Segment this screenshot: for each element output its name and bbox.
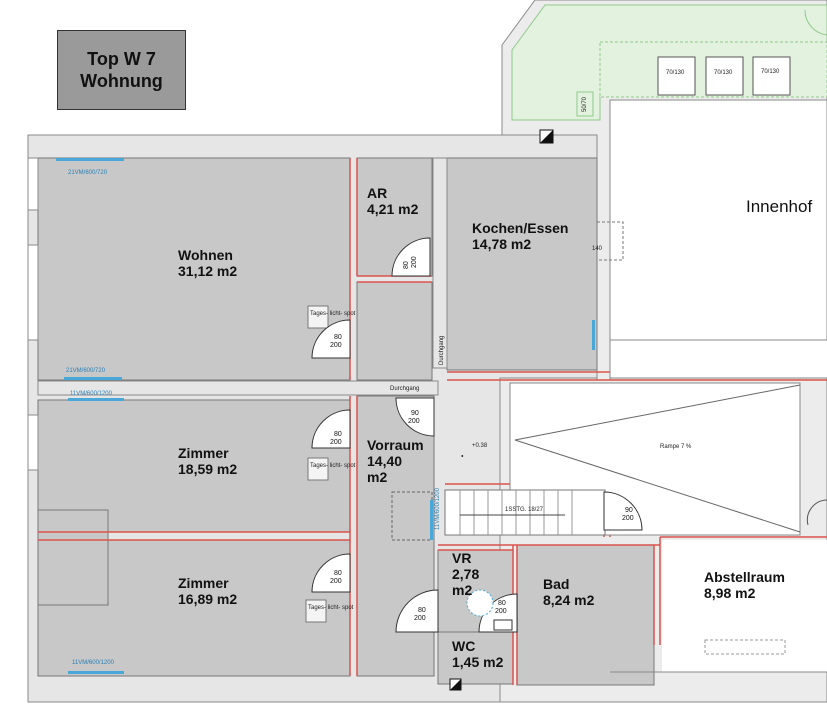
wc-area: 1,45 m2 — [452, 654, 504, 670]
durchgang-vertical-label: Durchgang — [439, 336, 445, 365]
stair-label: 1SSTG. 18/27 — [505, 507, 544, 513]
stair-door-h: 200 — [622, 515, 634, 522]
abstellraum-bench — [704, 639, 786, 655]
planter-side-label: 50/70 — [582, 96, 588, 112]
switch-label-zimmer1: Tages- licht- spot — [310, 463, 356, 469]
vr-area-unit: m2 — [452, 582, 472, 598]
door-swings — [311, 237, 643, 633]
wohnen-name: Wohnen — [178, 247, 233, 263]
window-mid1-label: 21VM/600/720 — [66, 368, 106, 374]
wohnen-area: 31,12 m2 — [178, 263, 237, 279]
planter-2 — [705, 56, 744, 96]
wall-nub-4 — [37, 509, 109, 606]
bad-door-w: 80 — [498, 600, 506, 607]
ar-area: 4,21 m2 — [367, 201, 419, 217]
innenhof-area — [609, 99, 827, 341]
vr-name: VR — [452, 550, 471, 566]
stair-dashed — [391, 491, 433, 541]
zimmer1-door-h: 200 — [330, 439, 342, 446]
stair-dir-icon: ⬩ — [461, 453, 464, 460]
stair-steps — [459, 490, 573, 535]
vorraum-name: Vorraum — [367, 437, 424, 453]
wc-fixture — [466, 589, 494, 617]
room-wohnen — [37, 157, 351, 381]
vorraum-door-w: 90 — [411, 410, 419, 417]
wc-name: WC — [452, 638, 475, 654]
stair-door-w: 90 — [625, 507, 633, 514]
vorraum-area-value: 14,40 — [367, 453, 402, 469]
ramp-arrow — [514, 384, 801, 533]
wall-nub-1 — [27, 157, 39, 211]
zimmer2-name: Zimmer — [178, 575, 229, 591]
planter-3-label: 70/130 — [761, 69, 780, 75]
wc-sink — [493, 619, 513, 631]
ar-door-h: 200 — [411, 256, 418, 268]
wohnen-door-w: 80 — [334, 334, 342, 341]
room-kochen — [446, 157, 598, 371]
windows — [56, 158, 595, 674]
ar-name: AR — [367, 185, 387, 201]
innenhof-label: Innenhof — [746, 197, 812, 216]
zimmer2-door-w: 80 — [334, 570, 342, 577]
zimmer1-door-w: 80 — [334, 431, 342, 438]
switch-label-zimmer2: Tages- licht- spot — [308, 605, 354, 611]
window-vert-label: 11VM/600/1200 — [435, 487, 441, 530]
stairs — [444, 489, 606, 536]
durchgang-band — [37, 380, 439, 396]
switch-box-wohnen — [307, 305, 329, 329]
wohnen-door-h: 200 — [330, 342, 342, 349]
window-mid2-label: 11VM/600/1200 — [70, 391, 113, 397]
switch-box-zimmer1 — [307, 457, 329, 481]
window-top-label: 21VM/600/720 — [68, 170, 108, 176]
corner-marker-bottom-fill — [450, 679, 461, 690]
kitchen-counter — [596, 221, 624, 261]
vr-door-h: 200 — [414, 615, 426, 622]
unit-title-line2: Wohnung — [80, 71, 163, 91]
garden-arc — [804, 9, 827, 36]
bad-area: 8,24 m2 — [543, 592, 595, 608]
room-ar-corridor — [356, 281, 433, 381]
vr-area-value: 2,78 — [452, 566, 479, 582]
switch-box-zimmer2 — [305, 599, 327, 623]
zimmer2-area: 16,89 m2 — [178, 591, 237, 607]
vorraum-door-h: 200 — [408, 418, 420, 425]
durchgang-vertical — [432, 157, 448, 369]
room-wc — [437, 631, 514, 685]
bad-door-h: 200 — [495, 608, 507, 615]
planter-3 — [752, 56, 791, 96]
zimmer1-area: 18,59 m2 — [178, 461, 237, 477]
kitchen-dim-label: 140 — [592, 246, 603, 252]
ramp-label: Rampe 7 % — [660, 444, 692, 450]
planter-1 — [657, 56, 696, 96]
zimmer1-name: Zimmer — [178, 445, 229, 461]
planter-side — [576, 91, 594, 117]
vorraum-area-unit: m2 — [367, 469, 387, 485]
planter-2-label: 70/130 — [714, 70, 733, 76]
abstellraum-arc — [806, 499, 827, 526]
abstellraum-area: 8,98 m2 — [704, 585, 756, 601]
kochen-area: 14,78 m2 — [472, 236, 531, 252]
zimmer2-door-h: 200 — [330, 578, 342, 585]
wall-nub-2 — [27, 244, 39, 341]
ar-door-w: 80 — [403, 261, 410, 269]
room-bad — [516, 544, 655, 686]
level-label: +0.38 — [472, 443, 488, 449]
abstellraum-name: Abstellraum — [704, 569, 785, 585]
vr-door-w: 80 — [418, 607, 426, 614]
switch-label-wohnen: Tages- licht- spot — [310, 311, 356, 317]
bad-name: Bad — [543, 576, 569, 592]
window-bottom-label: 11VM/600/1200 — [72, 660, 115, 666]
planter-1-label: 70/130 — [666, 70, 685, 76]
kochen-name: Kochen/Essen — [472, 220, 568, 236]
unit-title-line1: Top W 7 — [87, 49, 156, 69]
durchgang-label: Durchgang — [390, 386, 419, 392]
wall-nub-3 — [27, 414, 39, 471]
corner-marker-top-fill — [540, 130, 553, 143]
unit-title-box: Top W 7 Wohnung — [57, 30, 186, 110]
